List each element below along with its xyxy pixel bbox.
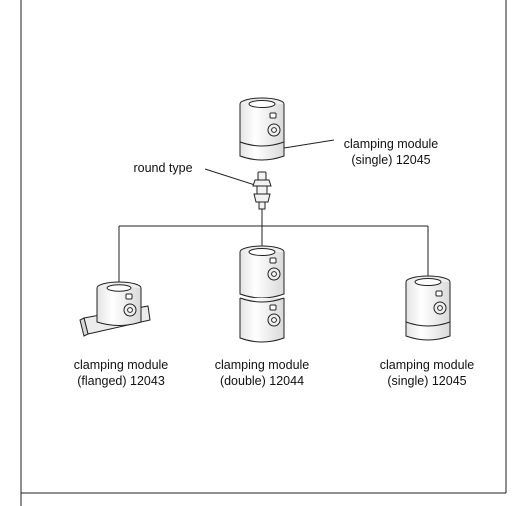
round-type-adapter <box>252 171 272 210</box>
single-module-label-line2: (single) 12045 <box>387 374 467 388</box>
single-module-label-line1: clamping module <box>379 358 475 372</box>
frame-border <box>20 0 507 506</box>
round-type-label: round type <box>118 160 208 176</box>
double-module-label: clamping module (double) 12044 <box>197 357 327 389</box>
flanged-module-label: clamping module (flanged) 12043 <box>56 357 186 389</box>
leader-lines <box>204 139 335 186</box>
double-module <box>239 245 285 343</box>
double-module-label-line1: clamping module <box>214 358 310 372</box>
flanged-module <box>79 281 151 337</box>
top-module-label-line1: clamping module <box>343 137 439 151</box>
connector-lines <box>118 209 429 282</box>
flanged-module-label-line2: (flanged) 12043 <box>77 374 165 388</box>
single-module-bottom <box>405 275 451 341</box>
top-module-label-line2: (single) 12045 <box>351 153 431 167</box>
top-single-module <box>239 97 285 161</box>
round-type-label-text: round type <box>133 161 193 175</box>
top-module-label: clamping module (single) 12045 <box>326 136 456 168</box>
double-module-label-line2: (double) 12044 <box>219 374 305 388</box>
single-module-label: clamping module (single) 12045 <box>362 357 492 389</box>
flanged-module-label-line1: clamping module <box>73 358 169 372</box>
